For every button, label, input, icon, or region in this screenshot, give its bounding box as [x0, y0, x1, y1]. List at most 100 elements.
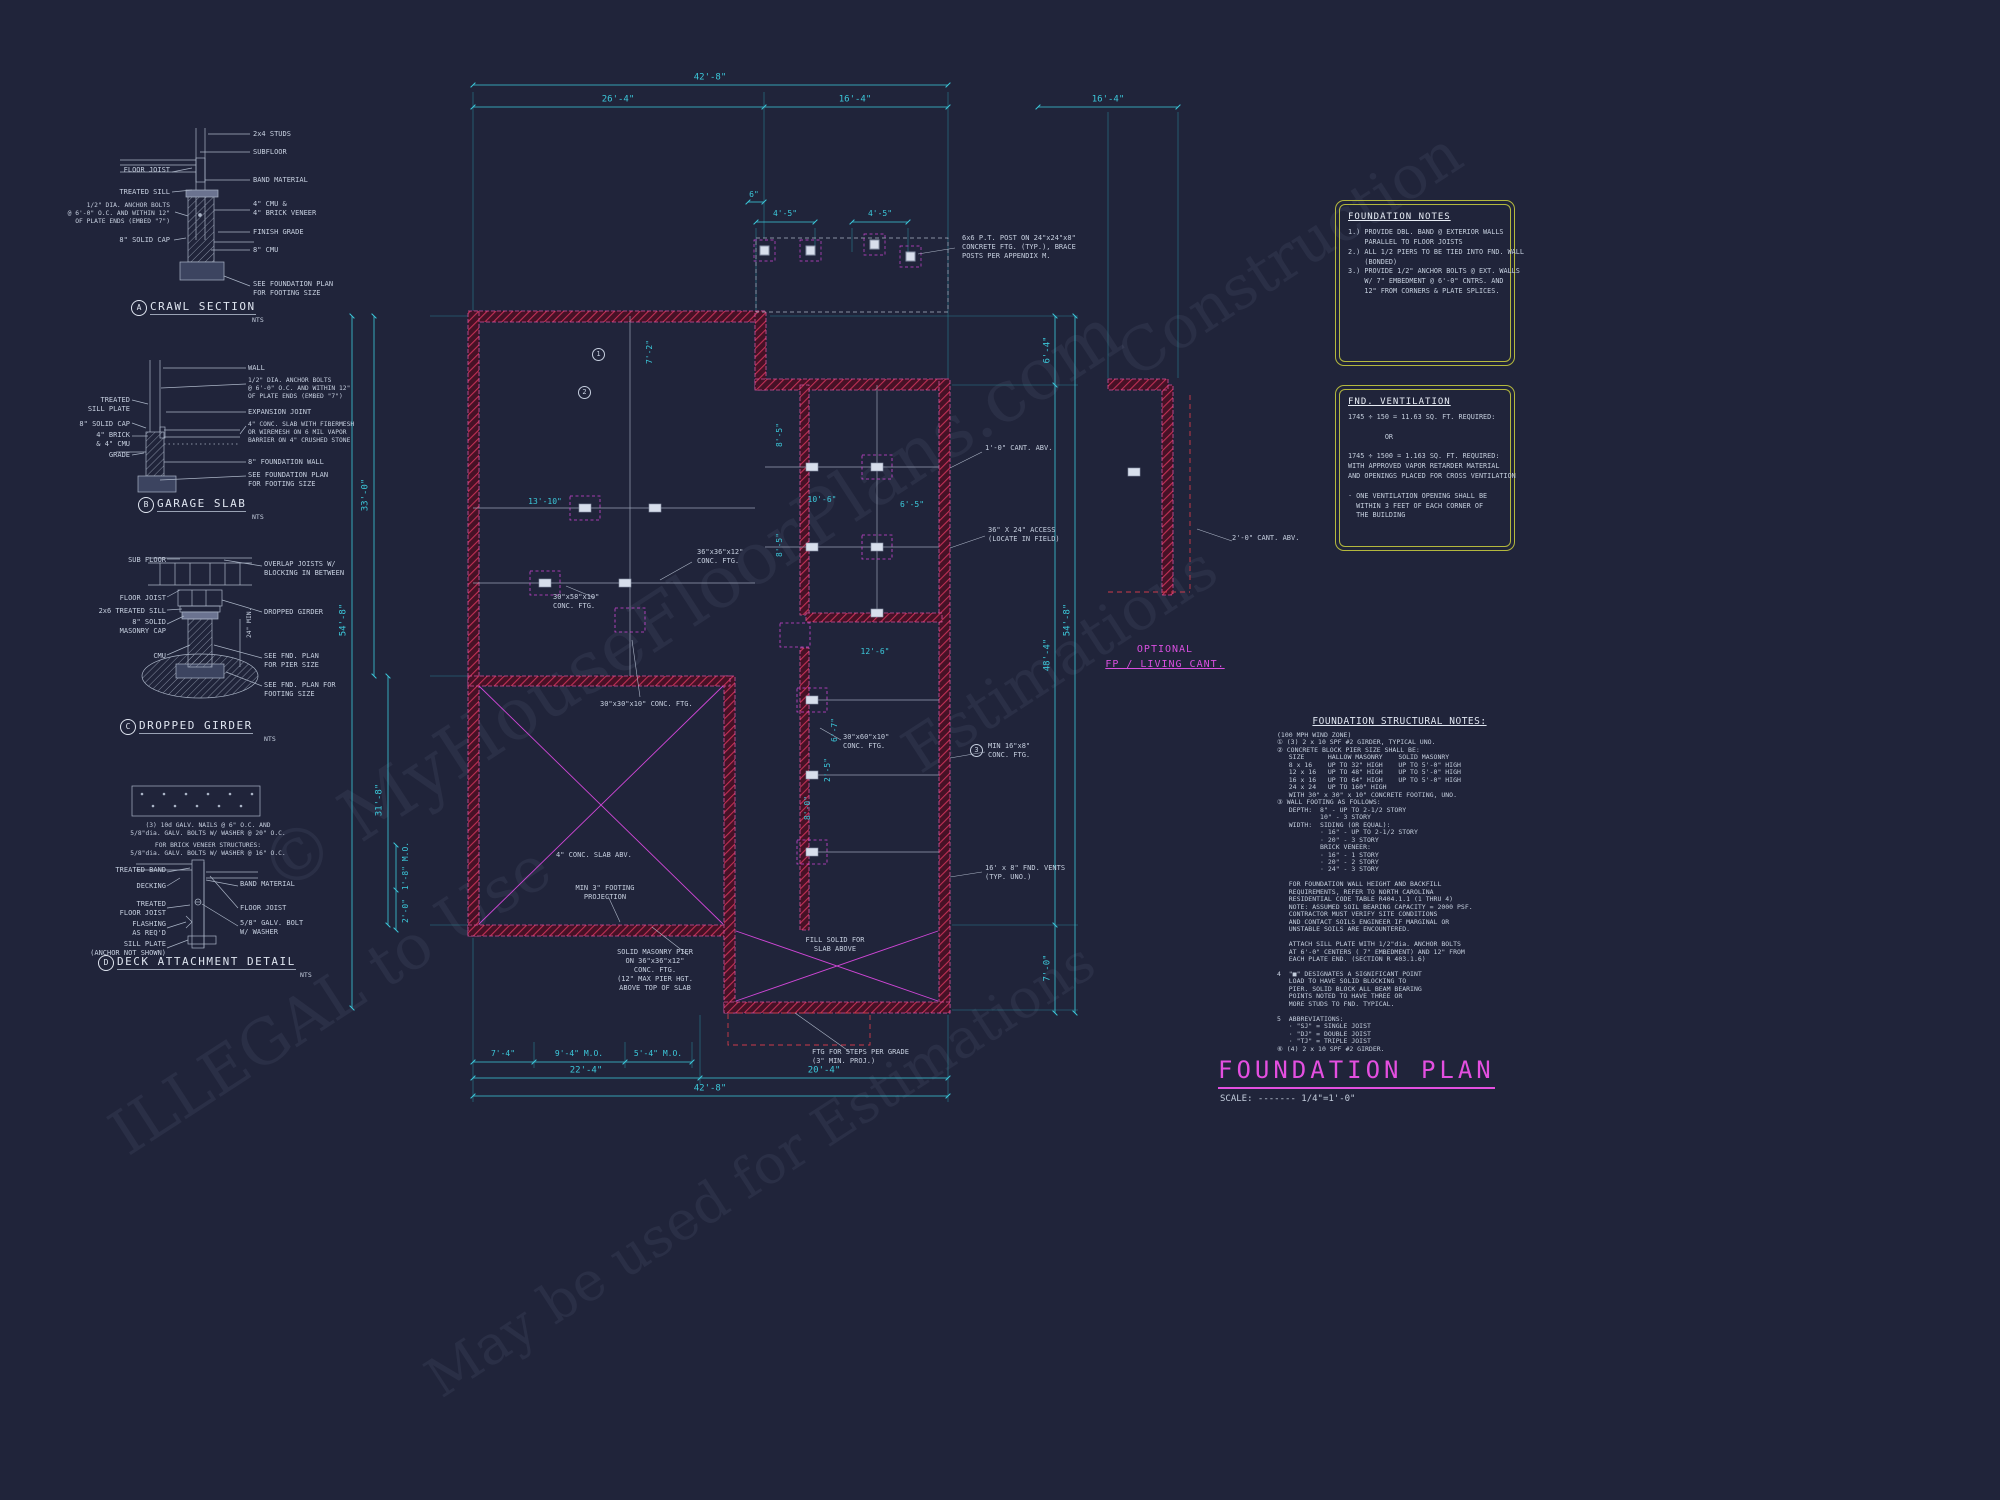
- pier-squares: [538, 462, 884, 857]
- note-ftg-36: 36"x36"x12" CONC. FTG.: [697, 548, 744, 566]
- note-ftg-3058: 30"x58"x10" CONC. FTG.: [553, 593, 600, 611]
- garage-label: 4" BRICK & 4" CMU: [96, 431, 130, 449]
- crawl-section-title: CRAWL SECTION: [150, 300, 256, 315]
- deck-label: TREATED FLOOR JOIST: [119, 900, 166, 918]
- crawl-label: 1/2" DIA. ANCHOR BOLTS @ 6'-0" O.C. AND …: [67, 202, 170, 226]
- dim-inner: 10'-6": [807, 495, 837, 504]
- crawl-label: 2x4 STUDS: [253, 130, 291, 138]
- dim-inner: 6'-5": [899, 500, 925, 509]
- structural-notes-body: (100 MPH WIND ZONE) ① (3) 2 x 10 SPF #2 …: [1277, 731, 1473, 1053]
- crawl-section-nts: NTS: [252, 316, 264, 324]
- girder-label: SEE FND. PLAN FOR PIER SIZE: [264, 652, 319, 670]
- girder-24min-label: 24" MIN.: [246, 607, 253, 638]
- dim-right-70: 7'-0": [1042, 954, 1053, 982]
- girder-label: 8" SOLID MASONRY CAP: [119, 618, 166, 636]
- note-ftg-3030: 30"x30"x10" CONC. FTG.: [600, 700, 693, 708]
- dropped-girder-sketch: [141, 557, 263, 699]
- crawl-label: BAND MATERIAL: [253, 176, 308, 184]
- crawl-section-letter: A: [131, 300, 147, 316]
- girder-label: 2x6 TREATED SILL: [98, 607, 166, 615]
- optional-cant-sketch: [1107, 378, 1191, 596]
- deck-attachment-nts: NTS: [300, 971, 312, 979]
- dim-six: 6": [749, 190, 759, 199]
- dim-inner: 6'-7": [830, 717, 839, 743]
- foundation-notes-inner: FOUNDATION NOTES 1.) PROVIDE DBL. BAND @…: [1339, 204, 1524, 362]
- deck-posts: [753, 233, 949, 313]
- dropped-girder-nts: NTS: [264, 735, 276, 743]
- note-steps-ftg: FTG FOR STEPS PER GRADE (3" MIN. PROJ.): [812, 1048, 909, 1066]
- dim-45b: 4'-5": [867, 209, 893, 218]
- girder-label: OVERLAP JOISTS W/ BLOCKING IN BETWEEN: [264, 560, 345, 578]
- ventilation-body: 1745 ÷ 150 = 11.63 SQ. FT. REQUIRED: OR …: [1348, 413, 1516, 520]
- dim-45a: 4'-5": [772, 209, 798, 218]
- garage-label: 4" CONC. SLAB WITH FIBERMESH OR WIREMESH…: [248, 421, 355, 445]
- foundation-notes-box: FOUNDATION NOTES 1.) PROVIDE DBL. BAND @…: [1335, 200, 1524, 366]
- note-ftg-3060: 30"x60"x10" CONC. FTG.: [843, 733, 890, 751]
- deck-label: SILL PLATE (ANCHOR NOT SHOWN): [90, 940, 166, 958]
- slab-x-marks: [478, 685, 939, 1002]
- note-access: 36" X 24" ACCESS (LOCATE IN FIELD): [988, 526, 1060, 544]
- garage-slab-sketch: [116, 360, 247, 493]
- sheet-scale: SCALE: ------- 1/4"=1'-0": [1220, 1094, 1356, 1104]
- garage-slab-letter: B: [138, 497, 154, 513]
- deck-label: FLOOR JOIST: [240, 904, 287, 912]
- dim-bot-overall: 42'-8": [693, 1083, 727, 1094]
- garage-label: 8" SOLID CAP: [79, 420, 130, 428]
- dim-inner: 2'-5": [823, 757, 832, 783]
- note-cant-1: 1'-0" CANT. ABV.: [985, 444, 1053, 452]
- garage-label: WALL: [248, 364, 265, 372]
- garage-label: 1/2" DIA. ANCHOR BOLTS @ 6'-0" O.C. AND …: [248, 377, 351, 401]
- garage-label: GRADE: [108, 451, 130, 459]
- ventilation-inner: FND. VENTILATION 1745 ÷ 150 = 11.63 SQ. …: [1339, 389, 1516, 547]
- dim-inner: 13'-10": [528, 497, 562, 506]
- dim-inner: 12'-6": [860, 647, 890, 656]
- structural-notes: FOUNDATION STRUCTURAL NOTES: (100 MPH WI…: [1277, 716, 1522, 1053]
- dim-bot-94mo: 9'-4" M.O.: [554, 1049, 604, 1058]
- crawl-label: 4" CMU & 4" BRICK VENEER: [253, 200, 317, 218]
- crawl-label: FINISH GRADE: [253, 228, 304, 236]
- girder-label: SUB FLOOR: [128, 556, 166, 564]
- dim-right-548: 54'-8": [1062, 603, 1073, 637]
- foundation-notes-body: 1.) PROVIDE DBL. BAND @ EXTERIOR WALLS P…: [1348, 228, 1524, 296]
- note-masonry-pier: SOLID MASONRY PIER ON 36"x36"x12" CONC. …: [617, 948, 693, 993]
- dropped-girder-title: DROPPED GIRDER: [139, 719, 253, 734]
- dim-inner: 8'-5": [775, 532, 784, 558]
- leader-lines: [565, 247, 1233, 1053]
- footing-dashed-squares: [529, 454, 893, 865]
- deck-attachment-sketch: [131, 785, 261, 949]
- optional-label: OPTIONAL: [1136, 644, 1194, 655]
- dim-left-18mo: 1'-8" M.O.: [401, 841, 410, 891]
- dim-left-20: 2'-0": [401, 898, 410, 924]
- garage-label: EXPANSION JOINT: [248, 408, 312, 416]
- garage-label: TREATED SILL PLATE: [87, 396, 130, 414]
- girder-lines: [473, 316, 939, 853]
- foundation-notes-title: FOUNDATION NOTES: [1348, 212, 1451, 222]
- ventilation-title: FND. VENTILATION: [1348, 397, 1451, 407]
- dim-bot-224: 22'-4": [569, 1065, 603, 1076]
- dim-inner: 8'-0": [803, 795, 812, 821]
- dim-inner: 7'-2": [645, 339, 654, 365]
- steps-footing-dashed: [727, 1012, 871, 1046]
- crawl-label: TREATED SILL: [119, 188, 170, 196]
- optional-fp-living-cant: FP / LIVING CANT.: [1105, 659, 1225, 670]
- dim-left-318: 31'-8": [374, 783, 385, 817]
- garage-slab-title: GARAGE SLAB: [157, 497, 247, 512]
- dim-bot-74: 7'-4": [490, 1049, 516, 1058]
- structural-notes-title: FOUNDATION STRUCTURAL NOTES:: [1312, 716, 1487, 727]
- dim-top-left: 26'-4": [601, 94, 635, 105]
- deck-label: FLASHING AS REQ'D: [132, 920, 166, 938]
- dim-inner: 8'-5": [775, 422, 784, 448]
- dim-far-right: 16'-4": [1091, 94, 1125, 105]
- crawl-label: FLOOR JOIST: [123, 166, 170, 174]
- girder-label: CMU: [153, 652, 166, 660]
- garage-label: 8" FOUNDATION WALL: [248, 458, 324, 466]
- crawl-label: 8" SOLID CAP: [119, 236, 170, 244]
- note-min-168: MIN 16"x8" CONC. FTG.: [988, 742, 1031, 760]
- girder-label: FLOOR JOIST: [119, 594, 166, 602]
- note-fill-solid: FILL SOLID FOR SLAB ABOVE: [805, 936, 865, 954]
- sheet-title: FOUNDATION PLAN: [1218, 1056, 1495, 1089]
- crawl-label: SEE FOUNDATION PLAN FOR FOOTING SIZE: [253, 280, 334, 298]
- crawl-label: SUBFLOOR: [253, 148, 287, 156]
